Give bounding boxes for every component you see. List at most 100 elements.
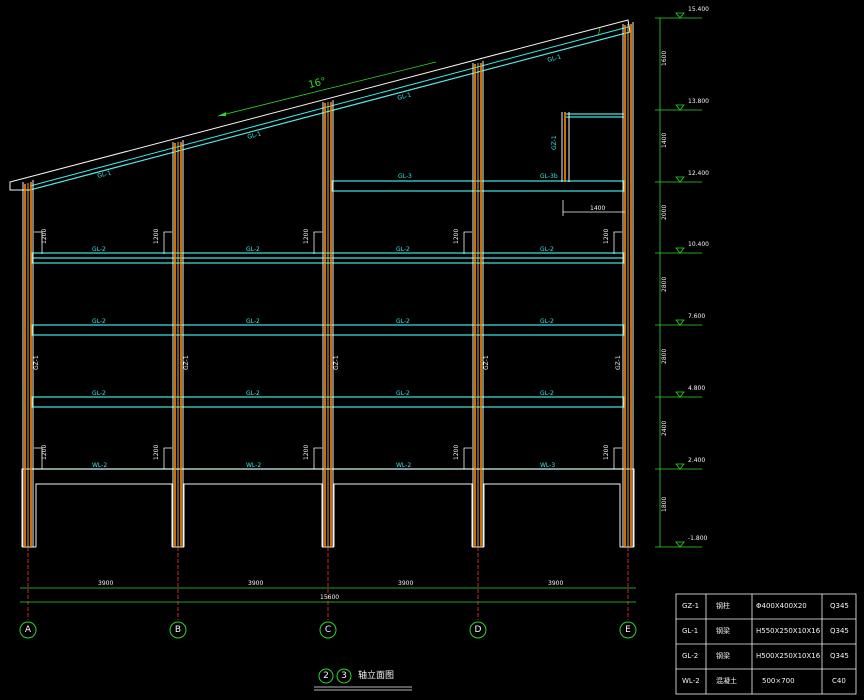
elevation-label: 7.600 (688, 313, 705, 320)
legend-cell: 混凝土 (716, 676, 737, 685)
storey-dim: 2800 (661, 349, 668, 364)
beam-label: GL-2 (246, 390, 260, 397)
legend-cell: 钢柱 (716, 601, 730, 610)
drawing-title-text: 轴立面图 (358, 669, 394, 681)
legend-cell: H500X250X10X16 (756, 652, 821, 660)
beam-label: GL-2 (540, 318, 554, 325)
beam-label: GL-2 (92, 318, 106, 325)
svg-text:C: C (325, 625, 331, 635)
legend-cell: GZ-1 (682, 602, 699, 610)
svg-text:1200: 1200 (153, 445, 160, 460)
axis-bubble-b (169, 621, 187, 639)
elevation-label: 13.800 (688, 98, 709, 105)
beam-label: GL-3b (540, 173, 558, 180)
axis-bubble-a (19, 621, 37, 639)
svg-text:1200: 1200 (453, 445, 460, 460)
svg-text:B: B (175, 625, 181, 635)
storey-dim: 1800 (661, 497, 668, 512)
beam-label: GL-2 (396, 246, 410, 253)
slope-angle-indicator: 16° (217, 61, 437, 117)
haunch-markers: 1200 1200 1200 1200 1200 1200 1200 1200 … (34, 229, 622, 469)
legend-cell: Q345 (830, 602, 849, 610)
legend-cell: WL-2 (682, 677, 700, 685)
column-a (22, 180, 34, 547)
beam-label: GL-3 (398, 173, 412, 180)
svg-text:1200: 1200 (41, 445, 48, 460)
elevation-label: 4.800 (688, 385, 705, 392)
member-legend-table: GZ-1 钢柱 Φ400X400X20 Q345 GL-1 钢梁 H550X25… (675, 593, 857, 695)
legend-cell: 钢梁 (716, 626, 730, 635)
beam-label: WL-2 (92, 462, 107, 469)
title-axis-number: 2 (323, 671, 329, 681)
elevation-label: 12.400 (688, 170, 709, 177)
beam-label: WL-2 (246, 462, 261, 469)
roof-beam-label: GL-1 (97, 170, 112, 180)
elevation-dimension-chain: 15.400 13.800 12.400 10.400 7.600 4.800 … (655, 6, 709, 548)
horizontal-dimensions: 3900 3900 3900 3900 15600 (20, 547, 636, 620)
svg-text:1200: 1200 (603, 445, 610, 460)
column-c (322, 100, 334, 547)
beam-label: WL-3 (540, 462, 555, 469)
beam-label: GL-2 (246, 318, 260, 325)
storey-dim: 2800 (661, 277, 668, 292)
axis-bubble-e (619, 621, 637, 639)
storey-dim: 2400 (661, 421, 668, 436)
roof-beam-label: GL-1 (247, 131, 262, 141)
svg-text:1200: 1200 (603, 229, 610, 244)
svg-text:1200: 1200 (41, 229, 48, 244)
elevation-label: 15.400 (688, 6, 709, 13)
small-column-label: GZ-1 (551, 135, 558, 150)
legend-cell: H550X250X10X16 (756, 627, 821, 635)
beam-label: GL-2 (396, 390, 410, 397)
legend-cell: GL-2 (682, 652, 698, 660)
small-dim-label: 1400 (590, 205, 605, 212)
elevation-label: -1.800 (688, 535, 708, 542)
beam-label: GL-2 (246, 246, 260, 253)
small-column: GZ-1 1400 (551, 112, 625, 216)
axis-bubble-c (319, 621, 337, 639)
axis-bubble-d (469, 621, 487, 639)
beam-label: WL-2 (396, 462, 411, 469)
svg-text:1200: 1200 (303, 229, 310, 244)
legend-cell: 钢梁 (716, 651, 730, 660)
bay-dim: 3900 (398, 580, 413, 587)
legend-cell: Q345 (830, 627, 849, 635)
storey-dim: 2000 (661, 205, 668, 220)
beam-label: GL-2 (92, 390, 106, 397)
legend-cell: Φ400X400X20 (756, 602, 807, 610)
elevation-label: 10.400 (688, 241, 709, 248)
storey-dim: 1600 (661, 51, 668, 66)
slope-angle-label: 16° (307, 76, 327, 91)
column-d (472, 61, 484, 547)
svg-text:E: E (625, 625, 631, 635)
elevation-label: 2.400 (688, 457, 705, 464)
column-label: GZ-1 (615, 355, 622, 370)
legend-cell: C40 (832, 677, 846, 685)
axis-bubbles: A B C D E (19, 621, 637, 639)
svg-text:D: D (475, 625, 482, 635)
svg-text:1200: 1200 (153, 229, 160, 244)
column-label: GZ-1 (33, 355, 40, 370)
beam-label: GL-2 (396, 318, 410, 325)
column-label: GZ-1 (183, 355, 190, 370)
bay-dim: 3900 (98, 580, 113, 587)
title-axis-number: 3 (341, 671, 347, 681)
column-label: GZ-1 (483, 355, 490, 370)
column-b (172, 140, 184, 547)
legend-cell: 500×700 (762, 677, 795, 685)
beam-label: GL-2 (92, 246, 106, 253)
storey-dim: 1400 (661, 133, 668, 148)
svg-text:1200: 1200 (303, 445, 310, 460)
beam-label: GL-2 (540, 390, 554, 397)
column-label: GZ-1 (333, 355, 340, 370)
beam-label: GL-2 (540, 246, 554, 253)
roof-beam-label: GL-1 (397, 92, 412, 102)
bay-dim: 3900 (248, 580, 263, 587)
total-dim: 15600 (320, 594, 339, 601)
roof-beam-label: GL-1 (547, 54, 562, 64)
svg-text:1200: 1200 (453, 229, 460, 244)
bay-dim: 3900 (548, 580, 563, 587)
column-e (622, 22, 634, 547)
svg-text:A: A (25, 625, 32, 635)
